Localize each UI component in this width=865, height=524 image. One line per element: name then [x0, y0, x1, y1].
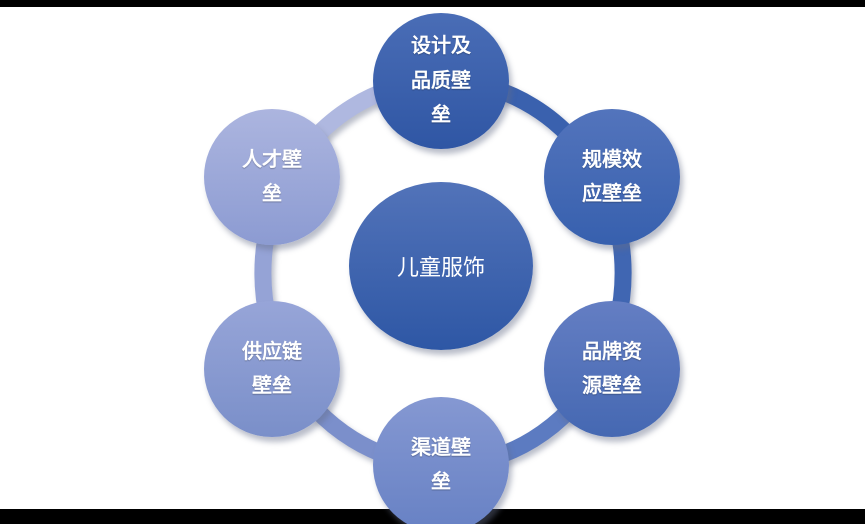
- node-talent-barrier: 人才壁 垒: [204, 109, 340, 245]
- node-design-quality-barrier: 设计及 品质壁 垒: [373, 13, 509, 149]
- node-supply-chain-barrier: 供应链 壁垒: [204, 301, 340, 437]
- node-brand-resource-barrier: 品牌资 源壁垒: [544, 301, 680, 437]
- node-scale-effect-barrier: 规模效 应壁垒: [544, 109, 680, 245]
- node-brand-resource-barrier-label: 品牌资 源壁垒: [582, 340, 642, 397]
- node-talent-barrier-label: 人才壁 垒: [242, 148, 302, 205]
- letterbox-bar-top: [0, 0, 865, 7]
- node-supply-chain-barrier-label: 供应链 壁垒: [242, 340, 302, 397]
- node-channel-barrier-label: 渠道壁 垒: [411, 436, 471, 493]
- node-scale-effect-barrier-label: 规模效 应壁垒: [582, 148, 642, 205]
- node-channel-barrier: 渠道壁 垒: [373, 397, 509, 524]
- center-node-label: 儿童服饰: [396, 255, 485, 280]
- center-node-children-apparel: 儿童服饰: [349, 182, 533, 350]
- node-design-quality-barrier-label: 设计及 品质壁 垒: [411, 35, 471, 127]
